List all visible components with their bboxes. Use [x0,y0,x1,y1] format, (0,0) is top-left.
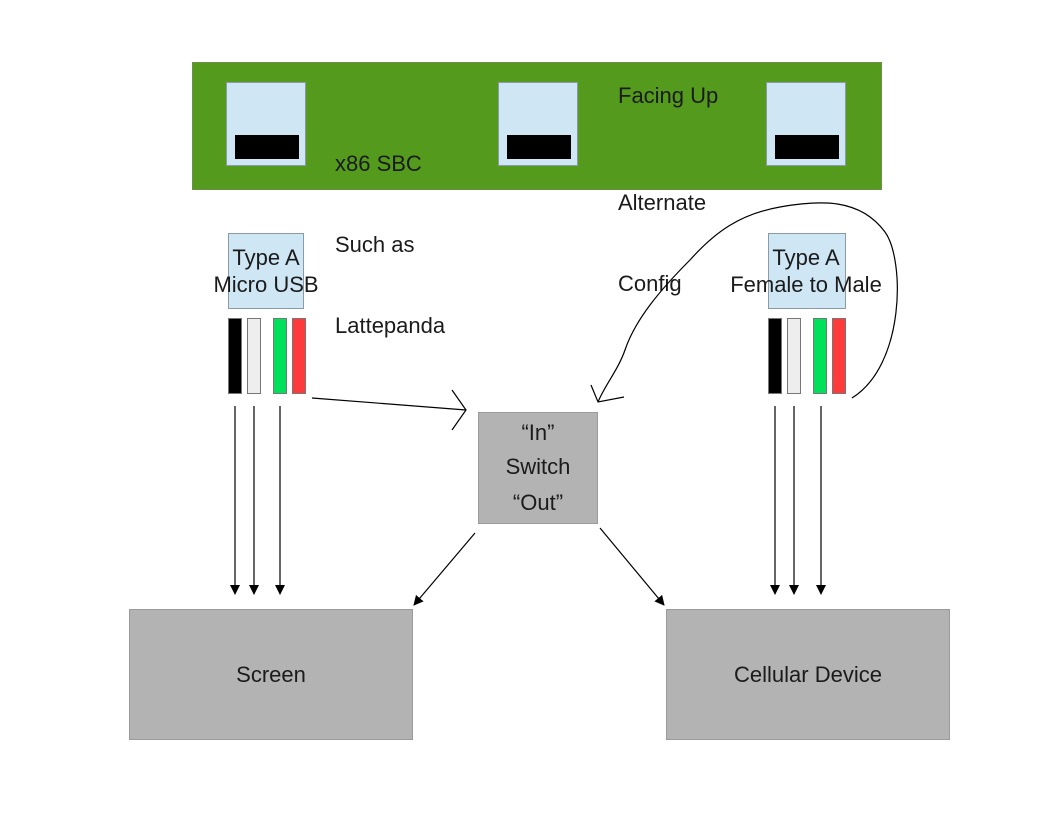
switch-out-label: “Out” [512,490,564,515]
board-note-facing-up: Facing Up [618,83,719,108]
right-wire-red [832,318,846,394]
left-to-switch-arrowhead [451,389,467,431]
switch-in-label: “In” [521,420,555,445]
cellular-device-box: Cellular Device [666,609,950,740]
left-wire-white [247,318,261,394]
switch-box: “In” Switch “Out” [478,412,598,524]
right-connector-line-2: Female to Male [730,272,882,297]
right-connector-line-1: Type A [772,245,840,270]
switch-title: Switch [505,454,571,479]
sbc-description: x86 SBC Such as Lattepanda [335,96,445,366]
left-connector-line-2: Micro USB [213,272,319,297]
board-note-line-2: Alternate [618,190,707,215]
cellular-device-label: Cellular Device [734,661,882,687]
usb-port-1 [226,82,306,166]
right-wire-green [813,318,827,394]
right-connector-box [768,233,846,309]
sbc-description-line-2: Such as [335,232,415,257]
left-connector-line-1: Type A [232,245,300,270]
usb-port-slot [507,135,571,159]
right-wire-black [768,318,782,394]
left-wire-green [273,318,287,394]
right-loop-arrowhead [590,384,625,403]
sbc-description-line-3: Lattepanda [335,313,446,338]
usb-port-slot [775,135,839,159]
sbc-description-line-1: x86 SBC [335,151,422,176]
usb-port-slot [235,135,299,159]
switch-to-cellular-arrow [599,527,665,606]
switch-to-screen-arrow [413,532,476,606]
right-wire-white [787,318,801,394]
left-wire-red [292,318,306,394]
board-note-alternate-config: Alternate Config [618,135,706,324]
board-note-line-3: Config [618,271,682,296]
left-to-switch-line [311,397,467,411]
left-connector-box [228,233,304,309]
left-wire-black [228,318,242,394]
right-connector-label: Type A Female to Male [706,244,906,298]
usb-port-2 [498,82,578,166]
screen-box: Screen [129,609,413,740]
left-connector-label: Type A Micro USB [186,244,346,298]
right-loop-to-switch-line [597,202,898,403]
switch-labels: “In” Switch “Out” [506,418,571,518]
screen-label: Screen [236,661,306,687]
usb-port-3 [766,82,846,166]
